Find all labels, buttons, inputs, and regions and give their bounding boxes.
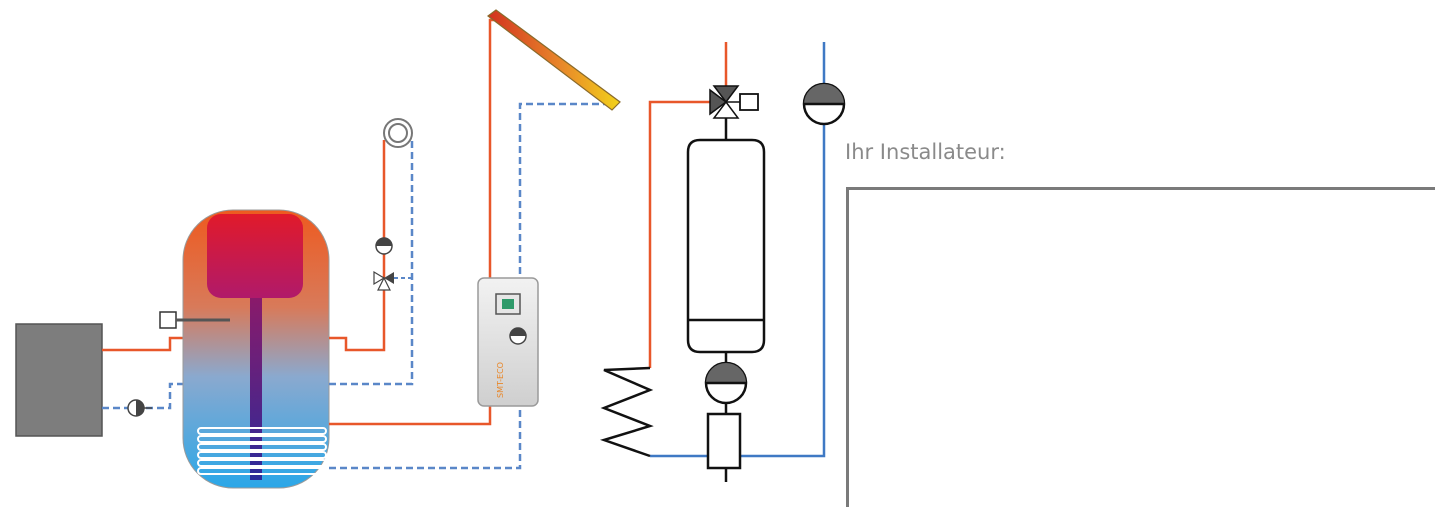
solar-controller: SMT-ECO [477,277,539,407]
boiler-hot-pipe [102,336,196,352]
right-pump-icon [802,82,846,126]
boiler-unit [15,323,103,437]
lower-pump-icon [704,361,748,405]
hx-cold-main [740,42,826,458]
solar-hot-pipe [329,18,494,426]
pressure-vessel [686,138,766,354]
solar-return-pipe [329,102,612,470]
three-way-valve-icon [709,85,759,119]
lower-block-unit [706,412,742,470]
zigzag-heater-icon [599,366,654,458]
circulation-pump-icon [375,237,393,255]
boiler-pump-icon [127,399,152,417]
mixing-valve-icon [373,270,412,291]
tank-sensor-icon [159,311,230,329]
boiler-return-pipe [102,382,196,410]
installer-stamp-box [846,187,1435,507]
system-diagram: SMT-ECO [15,9,846,489]
controller-pump-icon [509,327,527,345]
installer-label: Ihr Installateur: [845,140,1006,164]
solar-coil [197,427,327,475]
tank-inner-vessel [207,214,303,298]
controller-label: SMT-ECO [496,362,505,398]
solar-collector [487,9,621,111]
hx-supply-pipe [648,100,712,368]
circulation-loop-icon [383,118,413,148]
dhw-return-pipe [329,140,414,386]
